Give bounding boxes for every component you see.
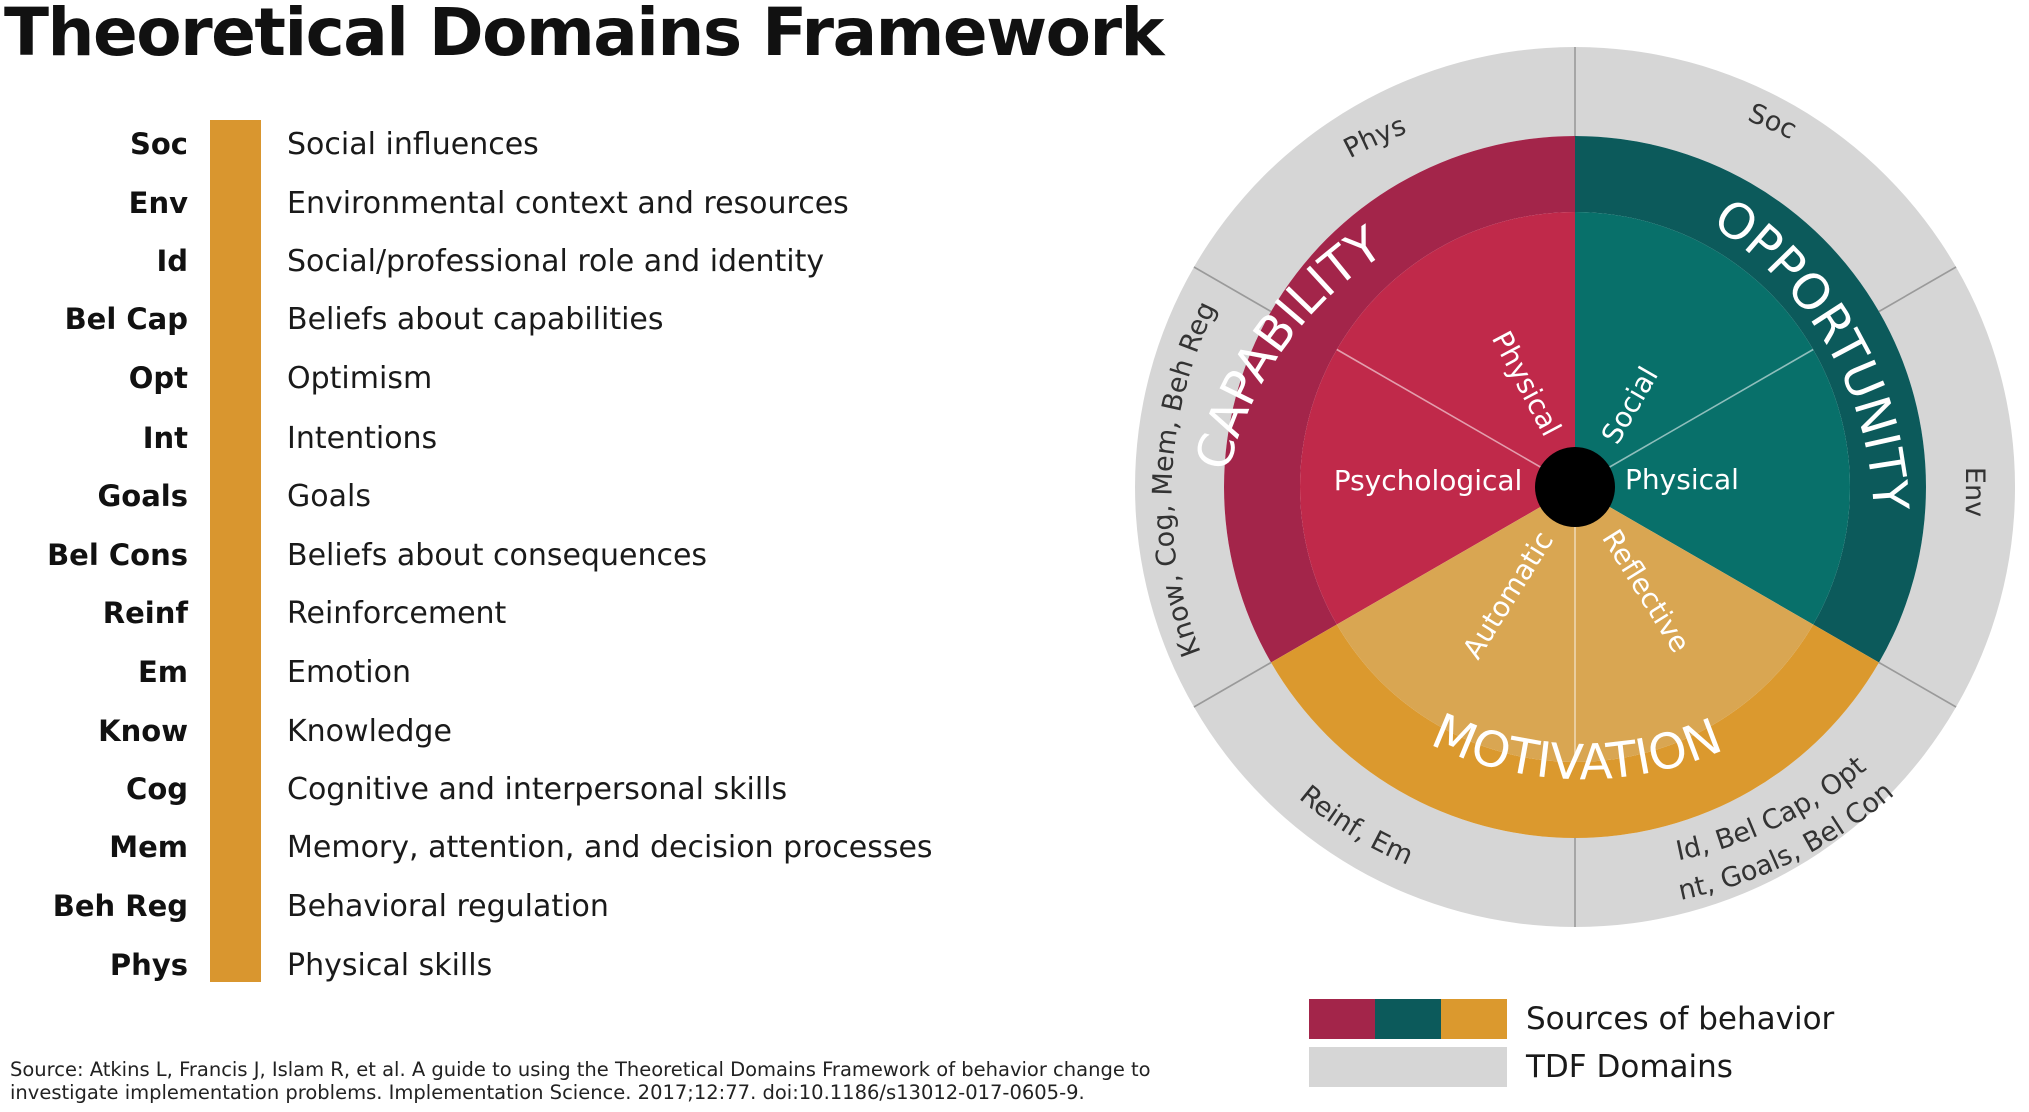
domain-abbr-em: Em	[137, 655, 188, 689]
domain-abbr-opt: Opt	[128, 361, 188, 395]
opportunity-component-divider	[1574, 348, 1814, 488]
domain-label-mem: Memory, attention, and decision processe…	[287, 830, 933, 865]
domain-label-know: Knowledge	[287, 714, 452, 749]
domain-label-int: Intentions	[287, 421, 438, 456]
opportunity-ring-segment	[1575, 136, 1926, 663]
domain-label-soc: Social influences	[287, 127, 539, 162]
opportunity-components-segment	[1575, 212, 1850, 625]
domain-label-opt: Optimism	[287, 361, 433, 396]
component-label-physical-opportunity: Physical	[1625, 463, 1739, 496]
domain-abbr-bel-cap: Bel Cap	[64, 302, 188, 336]
wheel-hub	[1535, 447, 1615, 527]
domain-abbr-cog: Cog	[126, 772, 188, 806]
capability-component-divider	[1336, 348, 1576, 488]
source-citation: Source: Atkins L, Francis J, Islam R, et…	[10, 1058, 1151, 1104]
capability-ring-segment	[1224, 136, 1575, 663]
tdf-ring-divider-2	[1878, 661, 1957, 708]
tdf-ring-divider-5	[1193, 266, 1272, 313]
domain-abbr-mem: Mem	[109, 830, 188, 864]
legend-swatch-opportunity	[1375, 999, 1441, 1039]
domain-label-em: Emotion	[287, 655, 411, 690]
legend-swatch-domains	[1309, 1047, 1507, 1087]
page-title: Theoretical Domains Framework	[4, 0, 1164, 71]
domain-abbr-env: Env	[128, 186, 188, 220]
domain-abbr-phys: Phys	[109, 948, 188, 982]
domain-abbr-int: Int	[142, 421, 188, 455]
domain-abbr-goals: Goals	[97, 479, 189, 513]
component-label-psychological: Psychological	[1334, 464, 1523, 497]
tdf-ring-divider-4	[1193, 661, 1272, 708]
domain-label-bel-cons: Beliefs about consequences	[287, 538, 708, 573]
domain-label-phys: Physical skills	[287, 948, 493, 983]
domain-label-bel-cap: Beliefs about capabilities	[287, 302, 664, 337]
domain-label-beh-reg: Behavioral regulation	[287, 889, 609, 924]
domain-abbr-know: Know	[98, 714, 188, 748]
legend-label-sources: Sources of behavior	[1526, 1001, 1835, 1037]
domain-abbr-reinf: Reinf	[102, 596, 188, 630]
domain-abbr-beh-reg: Beh Reg	[52, 889, 188, 923]
motivation-ring-segment	[1271, 624, 1879, 839]
domain-abbr-soc: Soc	[130, 127, 188, 161]
domain-label-cog: Cognitive and interpersonal skills	[287, 772, 788, 807]
capability-components-segment	[1299, 212, 1575, 625]
domain-label-env: Environmental context and resources	[287, 186, 849, 221]
legend-swatch-motivation	[1441, 999, 1507, 1039]
tdf-ring-divider-1	[1878, 266, 1957, 313]
outer-label-env: Env	[1959, 467, 1990, 517]
domain-list-color-bar	[210, 120, 261, 982]
domain-abbr-id: Id	[156, 244, 188, 278]
domain-label-reinf: Reinforcement	[287, 596, 507, 631]
legend-label-domains: TDF Domains	[1526, 1049, 1733, 1085]
domain-label-goals: Goals	[287, 479, 371, 514]
domain-label-id: Social/professional role and identity	[287, 244, 825, 279]
domain-abbr-bel-cons: Bel Cons	[47, 538, 188, 572]
legend-swatch-capability	[1309, 999, 1375, 1039]
